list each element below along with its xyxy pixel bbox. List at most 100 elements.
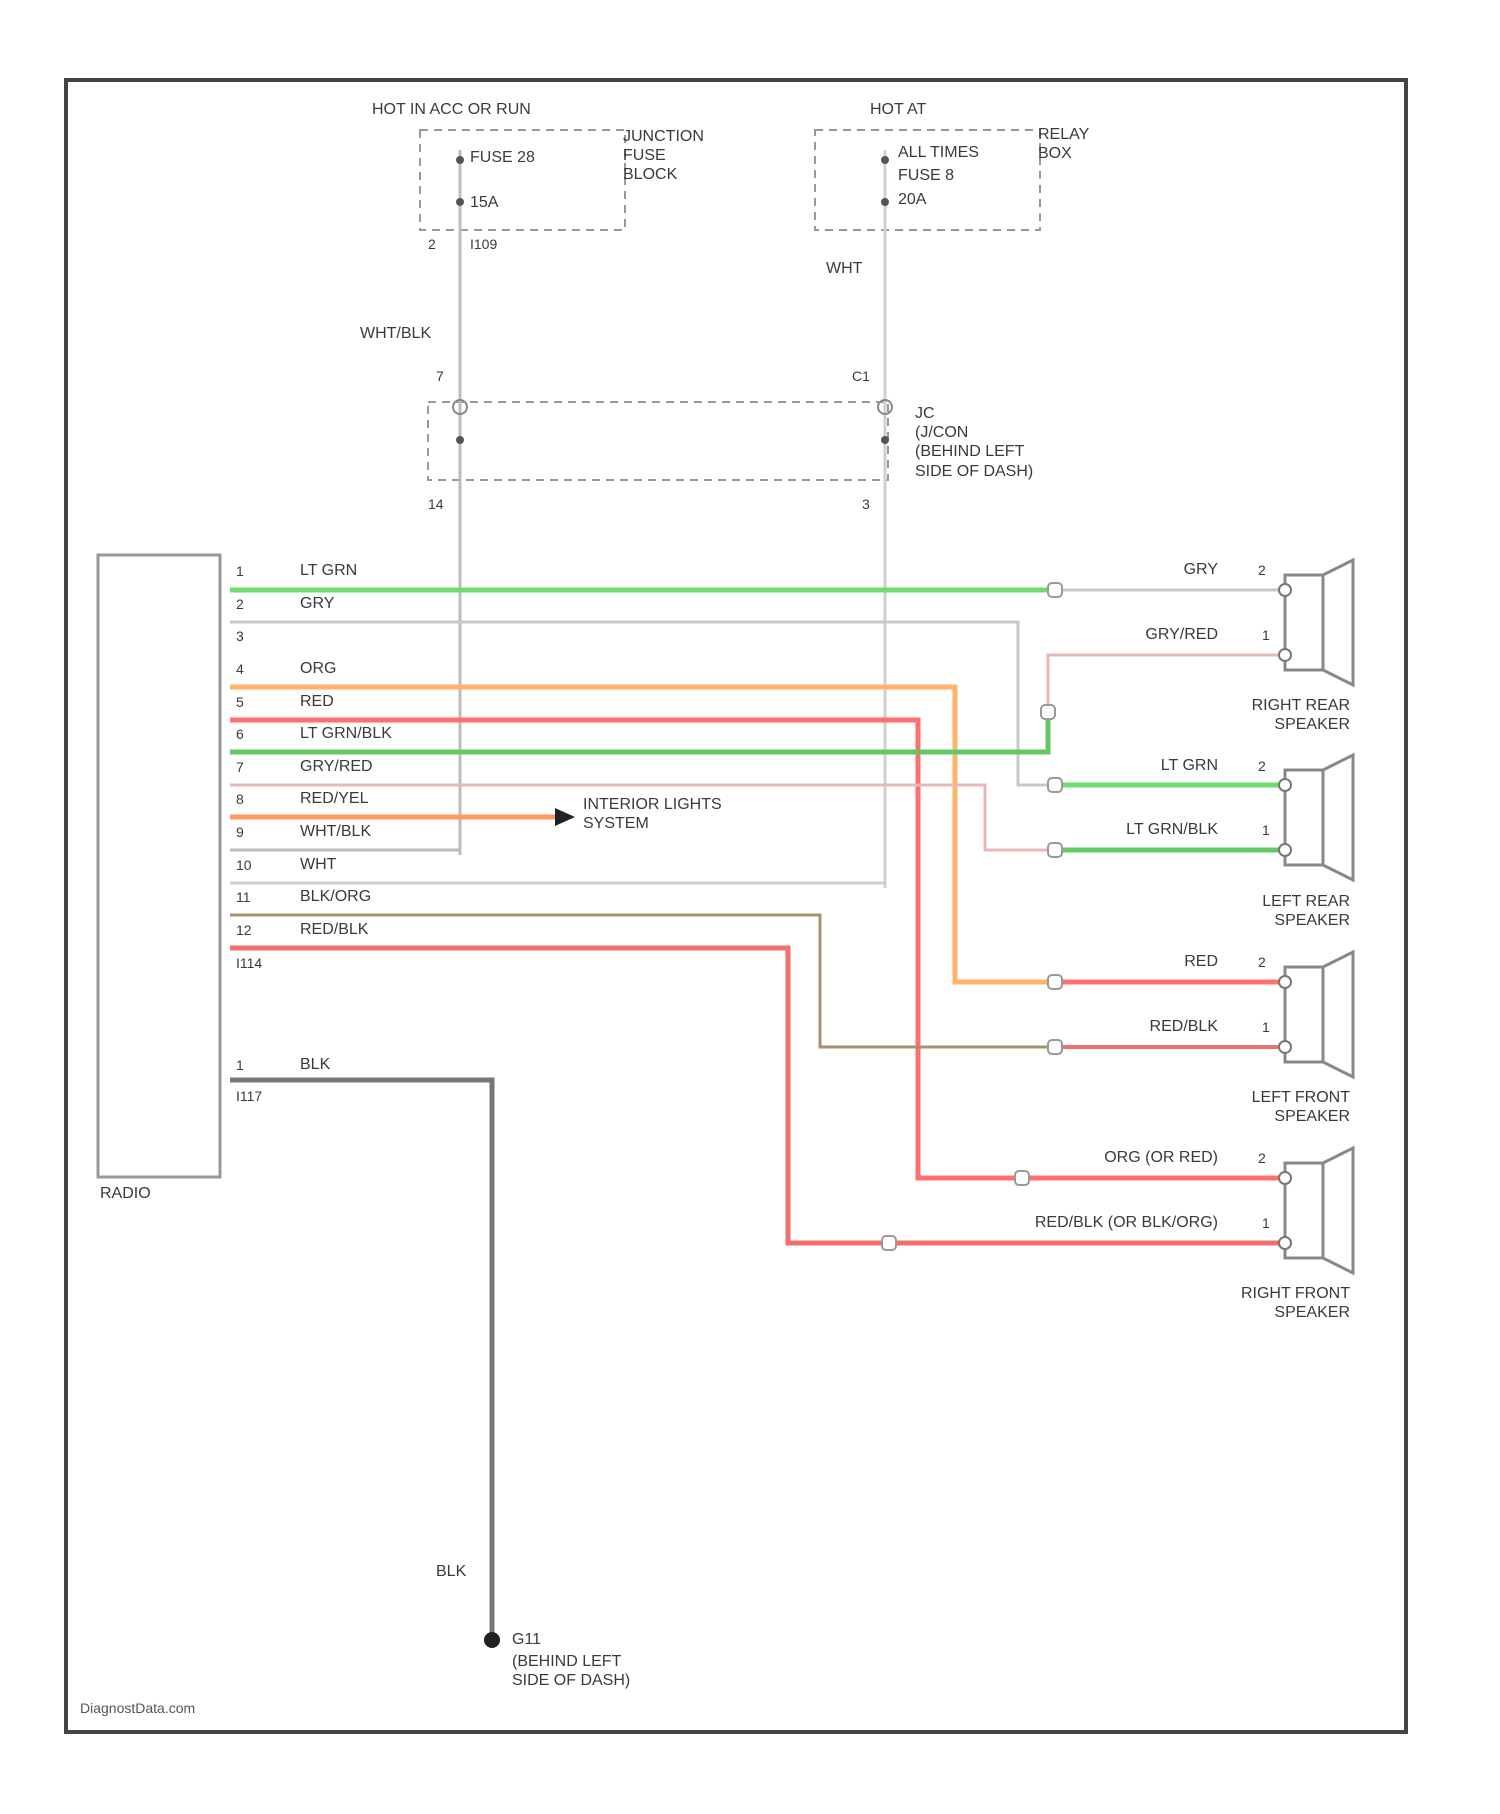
splice-rr-pin2 (1048, 583, 1062, 597)
relay-box-label: RELAY BOX (1038, 125, 1089, 163)
speaker-right-front (1279, 1148, 1353, 1273)
splice-lr-pin1 (1048, 843, 1062, 857)
speaker-right-rear (1279, 560, 1353, 685)
radio-connector-ground: I117 (236, 1088, 262, 1105)
ground-location-label: (BEHIND LEFT SIDE OF DASH) (512, 1652, 630, 1690)
speaker-left-front-pin2-terminal (1279, 976, 1291, 988)
rr-pin2-num: 2 (1258, 562, 1266, 579)
jc-label: JC (J/CON (BEHIND LEFT SIDE OF DASH) (915, 404, 1033, 481)
fuse-8-bottom-contact (881, 198, 889, 206)
radio-wire-9: WHT/BLK (300, 822, 371, 841)
radio-pin-5: 5 (236, 694, 244, 711)
radio-ground-pin: 1 (236, 1057, 244, 1074)
fuse-28-bottom-contact (456, 198, 464, 206)
watermark: DiagnostData.com (80, 1700, 195, 1717)
radio-wire-12: RED/BLK (300, 920, 368, 939)
lr-pin2-num: 2 (1258, 758, 1266, 775)
splice-lf-pin2 (1048, 975, 1062, 989)
rf-speaker-label: RIGHT FRONT SPEAKER (1241, 1284, 1350, 1322)
fuse-8-top-contact (881, 156, 889, 164)
radio-pin-6: 6 (236, 726, 244, 743)
lf-speaker-label: LEFT FRONT SPEAKER (1252, 1088, 1350, 1126)
fuse-28-top-contact (456, 156, 464, 164)
ground-wire-label: BLK (436, 1562, 466, 1581)
jc-left-mid-contact (456, 436, 464, 444)
splice-lr-pin2 (1048, 778, 1062, 792)
lr-pin2-wire: LT GRN (1161, 756, 1218, 775)
speaker-right-rear-cone (1323, 560, 1353, 685)
radio-wire-4: ORG (300, 659, 336, 678)
rf-pin2-wire: ORG (OR RED) (1104, 1148, 1218, 1167)
fuse-8-label-line2: FUSE 8 (898, 166, 954, 185)
radio-wire-6: LT GRN/BLK (300, 724, 392, 743)
radio-label: RADIO (100, 1184, 151, 1203)
radio-pin-9: 9 (236, 824, 244, 841)
junction-fuse-block-box (420, 130, 625, 230)
radio-connector-main: I114 (236, 955, 262, 972)
fuse-28-label: FUSE 28 (470, 148, 535, 167)
rr-pin1-wire: GRY/RED (1145, 625, 1218, 644)
wire-blk-ground (230, 1080, 492, 1640)
fuse-28-amp-label: 15A (470, 193, 498, 212)
fuse-8-amp-label: 20A (898, 190, 926, 209)
jc-box (428, 402, 888, 480)
rf-pin1-num: 1 (1262, 1215, 1270, 1232)
splice-lf-pin1 (1048, 1040, 1062, 1054)
splice-rf-pin1 (882, 1236, 896, 1250)
radio-pin-2: 2 (236, 596, 244, 613)
splice-rr-pin1 (1041, 705, 1055, 719)
fuse-28-pin-label: 2 (428, 236, 436, 253)
splice-markers (882, 583, 1062, 1250)
hot-at-label: HOT AT (870, 100, 926, 119)
speaker-left-rear-pin2-terminal (1279, 779, 1291, 791)
speaker-left-front (1279, 952, 1353, 1077)
jc-pin-bottom-left: 14 (428, 496, 444, 513)
radio-wire-11: BLK/ORG (300, 887, 371, 906)
rf-pin2-num: 2 (1258, 1150, 1266, 1167)
speaker-right-front-cone (1323, 1148, 1353, 1273)
speaker-right-front-pin1-terminal (1279, 1237, 1291, 1249)
hot-acc-run-label: HOT IN ACC OR RUN (372, 100, 531, 119)
speaker-left-front-pin1-terminal (1279, 1041, 1291, 1053)
wire-gry-red-rr (1048, 655, 1285, 712)
speaker-right-rear-pin1-terminal (1279, 649, 1291, 661)
lf-pin1-wire: RED/BLK (1150, 1017, 1218, 1036)
interior-lights-arrow (555, 808, 575, 826)
speaker-right-rear-pin2-terminal (1279, 584, 1291, 596)
radio-pin-1: 1 (236, 563, 244, 580)
radio-wire-5: RED (300, 692, 334, 711)
rr-pin2-wire: GRY (1184, 560, 1218, 579)
wire-wht-label: WHT (826, 259, 862, 278)
jc-pin-bottom-right: 3 (862, 496, 870, 513)
jc-right-mid-contact (881, 436, 889, 444)
lf-pin2-num: 2 (1258, 954, 1266, 971)
fuse-8-label-line1: ALL TIMES (898, 143, 979, 162)
jc-pin-top-left: 7 (436, 368, 444, 385)
radio-wire-2: GRY (300, 594, 334, 613)
radio-pin-10: 10 (236, 857, 252, 874)
junction-fuse-block-label: JUNCTION FUSE BLOCK (623, 127, 704, 185)
radio-wire-1: LT GRN (300, 561, 357, 580)
speaker-right-front-pin2-terminal (1279, 1172, 1291, 1184)
splice-rf-pin2 (1015, 1171, 1029, 1185)
wire-wht-blk-label: WHT/BLK (360, 324, 431, 343)
fuse-28-connector-label: I109 (470, 236, 497, 253)
rf-pin1-wire: RED/BLK (OR BLK/ORG) (1035, 1213, 1218, 1232)
lr-pin1-num: 1 (1262, 822, 1270, 839)
jc-pin-top-right: C1 (852, 368, 870, 385)
lr-pin1-wire: LT GRN/BLK (1126, 820, 1218, 839)
rr-speaker-label: RIGHT REAR SPEAKER (1252, 696, 1350, 734)
speaker-left-rear (1279, 755, 1353, 880)
lf-pin1-num: 1 (1262, 1019, 1270, 1036)
radio-pin-8: 8 (236, 791, 244, 808)
ground-id-label: G11 (512, 1630, 541, 1649)
rr-pin1-num: 1 (1262, 627, 1270, 644)
radio-wire-10: WHT (300, 855, 336, 874)
interior-lights-label: INTERIOR LIGHTS SYSTEM (583, 795, 722, 833)
radio-pin-12: 12 (236, 922, 252, 939)
radio-wire-7: GRY/RED (300, 757, 373, 776)
ground-point (484, 1632, 500, 1648)
lf-pin2-wire: RED (1184, 952, 1218, 971)
radio-wire-8: RED/YEL (300, 789, 368, 808)
radio-ground-wire: BLK (300, 1055, 330, 1074)
